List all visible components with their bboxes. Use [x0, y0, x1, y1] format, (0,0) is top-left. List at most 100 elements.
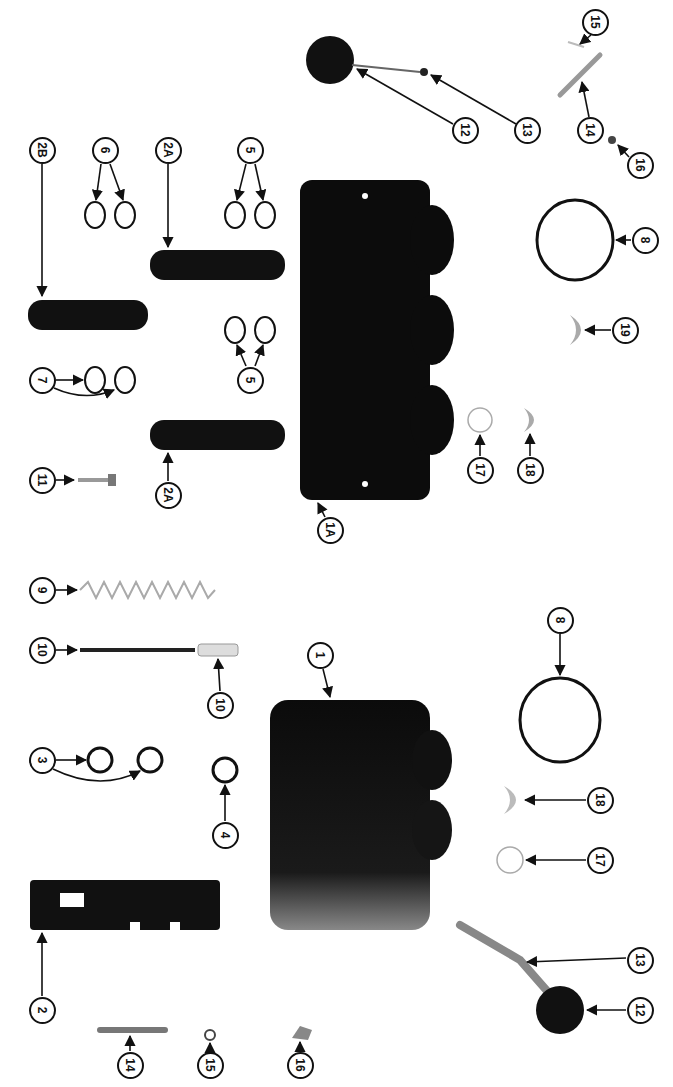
callout-circle: 10: [29, 637, 56, 664]
set-screw: [292, 1026, 312, 1040]
callout-circle: 16: [287, 1052, 314, 1079]
callout-number: 6: [99, 147, 111, 154]
seal-ring: [225, 317, 245, 343]
callout-number: 8: [554, 617, 566, 624]
lever: [460, 925, 555, 1000]
screw: [78, 478, 112, 482]
callout-number: 16: [634, 158, 646, 171]
seal-ring: [138, 748, 162, 772]
spool-port: [60, 893, 84, 907]
callout-circle: 12: [627, 997, 654, 1024]
callout-number: 1: [314, 652, 326, 659]
callout-number: 16: [294, 1058, 306, 1071]
seal-ring: [213, 758, 237, 782]
callout-number: 14: [584, 123, 596, 136]
callout-number: 13: [521, 123, 533, 136]
callout-circle: 5: [237, 367, 264, 394]
callout-circle: 9: [29, 577, 56, 604]
callout-number: 12: [634, 1003, 646, 1016]
pin: [560, 55, 600, 95]
seal-ring: [85, 202, 105, 228]
retainer: [524, 408, 534, 432]
lower-parts: [30, 582, 600, 1040]
callout-number: 5: [244, 377, 256, 384]
callout-number: 15: [589, 15, 601, 28]
callout-number: 11: [36, 474, 48, 487]
callout-circle: 19: [612, 317, 639, 344]
seal-ring: [225, 202, 245, 228]
shaft-end: [198, 644, 238, 656]
callout-circle: 11: [29, 467, 56, 494]
valve-body-boss: [410, 205, 454, 275]
valve-body: [300, 180, 430, 500]
callout-circle: 12: [452, 117, 479, 144]
callout-circle: 5: [237, 137, 264, 164]
callout-circle: 4: [212, 822, 239, 849]
spool-notch: [170, 922, 180, 930]
washer: [497, 847, 523, 873]
callout-circle: 6: [92, 137, 119, 164]
nut: [420, 68, 428, 76]
spring: [80, 582, 215, 598]
o-ring: [520, 678, 600, 762]
callout-circle: 3: [29, 747, 56, 774]
spool-notch: [130, 922, 140, 930]
callout-circle: 17: [587, 847, 614, 874]
seal-ring: [115, 367, 135, 393]
stem: [352, 65, 420, 72]
callout-number: 12: [459, 123, 471, 136]
callout-circle: 18: [517, 457, 544, 484]
callout-circle: 2: [29, 997, 56, 1024]
callout-circle: 10: [207, 692, 234, 719]
callout-circle: 14: [117, 1052, 144, 1079]
valve-body-boss: [412, 800, 452, 860]
callout-circle: 2A: [155, 482, 182, 509]
callout-number: 2: [36, 1007, 48, 1014]
leader-lines: [42, 35, 631, 1051]
spool: [30, 880, 220, 930]
callout-circle: 8: [632, 227, 659, 254]
callout-circle: 8: [547, 607, 574, 634]
callout-number: 19: [619, 323, 631, 336]
callout-number: 2B: [36, 142, 48, 157]
knob-ball: [306, 36, 354, 84]
rod: [150, 250, 285, 280]
callout-number: 10: [36, 643, 48, 656]
callout-number: 17: [594, 853, 606, 866]
callout-number: 8: [639, 237, 651, 244]
valve-body-boss: [412, 730, 452, 790]
small-ring: [205, 1030, 215, 1040]
seal-ring: [115, 202, 135, 228]
callout-number: 13: [634, 953, 646, 966]
callout-number: 4: [219, 832, 231, 839]
callout-circle: 14: [577, 117, 604, 144]
callout-circle: 16: [627, 152, 654, 179]
mount-hole: [362, 193, 368, 199]
callout-number: 1A: [324, 522, 336, 537]
callout-number: 18: [594, 793, 606, 806]
knob-ball: [536, 986, 584, 1034]
callout-number: 14: [124, 1058, 136, 1071]
callout-circle: 17: [467, 457, 494, 484]
callout-circle: 15: [582, 9, 609, 36]
seal-ring: [255, 202, 275, 228]
callout-circle: 2A: [155, 137, 182, 164]
valve-body: [270, 700, 430, 930]
callout-number: 5: [244, 147, 256, 154]
callout-circle: 1: [307, 642, 334, 669]
shaft: [80, 648, 195, 652]
callout-circle: 7: [29, 367, 56, 394]
callout-circle: 13: [514, 117, 541, 144]
callout-circle: 2B: [29, 137, 56, 164]
callout-circle: 18: [587, 787, 614, 814]
valve-body-boss: [410, 295, 454, 365]
callout-number: 15: [204, 1058, 216, 1071]
pin: [100, 1027, 165, 1033]
seal-ring: [85, 367, 105, 393]
callout-number: 2A: [162, 487, 174, 502]
seal-ring: [255, 317, 275, 343]
callout-number: 17: [474, 463, 486, 476]
mount-hole: [362, 481, 368, 487]
valve-body-boss: [410, 385, 454, 455]
